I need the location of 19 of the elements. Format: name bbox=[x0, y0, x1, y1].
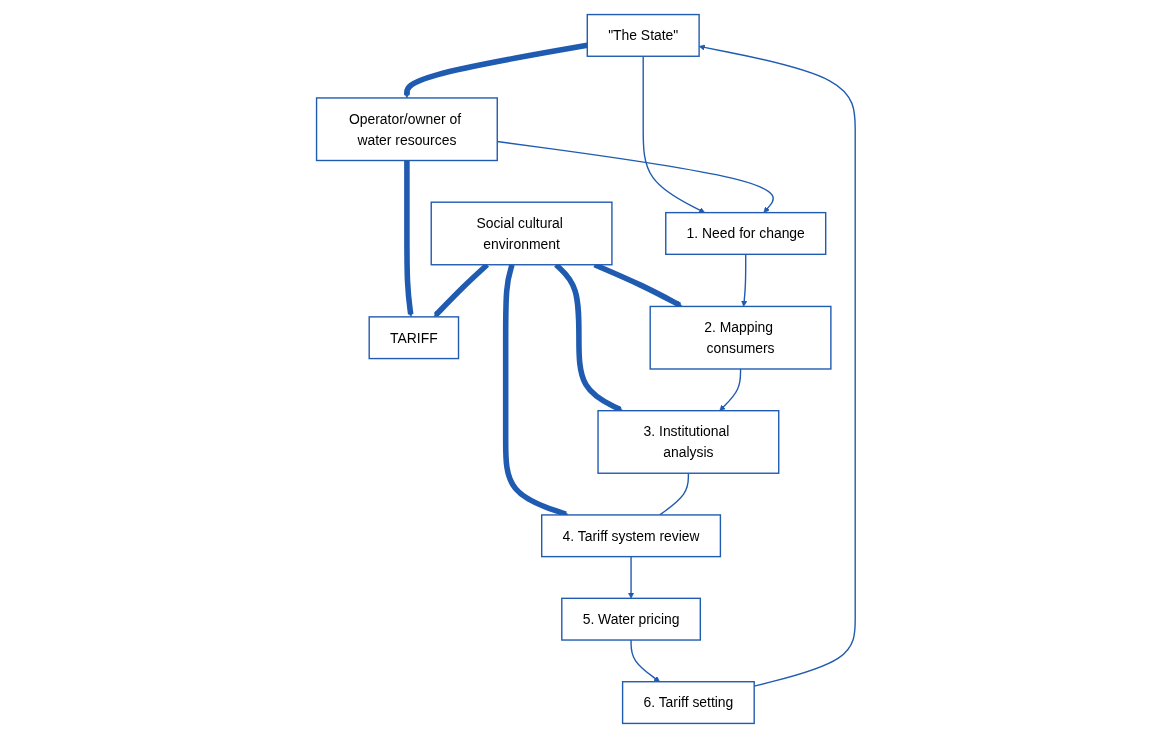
arrow bbox=[740, 253, 747, 307]
node-box: "The State" bbox=[586, 13, 700, 57]
node-box: Social cultural environment bbox=[430, 201, 613, 266]
node-box: 3. Institutional analysis bbox=[596, 410, 780, 474]
node-box: Operator/owner of water resources bbox=[315, 97, 498, 162]
node-box: 1. Need for change bbox=[664, 211, 826, 255]
node-box: 2. Mapping consumers bbox=[649, 305, 832, 370]
node-box: 6. Tariff setting bbox=[621, 681, 755, 725]
node-box: TARIFF bbox=[368, 316, 459, 360]
node-box: 4. Tariff system review bbox=[540, 514, 721, 558]
arrow bbox=[719, 368, 741, 411]
arrow bbox=[496, 140, 774, 213]
arrow bbox=[627, 555, 634, 599]
connector bbox=[658, 472, 689, 516]
arrow bbox=[629, 639, 660, 682]
arrow bbox=[698, 44, 856, 687]
arrow bbox=[403, 160, 414, 318]
node-box: 5. Water pricing bbox=[560, 597, 701, 641]
arrow bbox=[642, 55, 705, 213]
